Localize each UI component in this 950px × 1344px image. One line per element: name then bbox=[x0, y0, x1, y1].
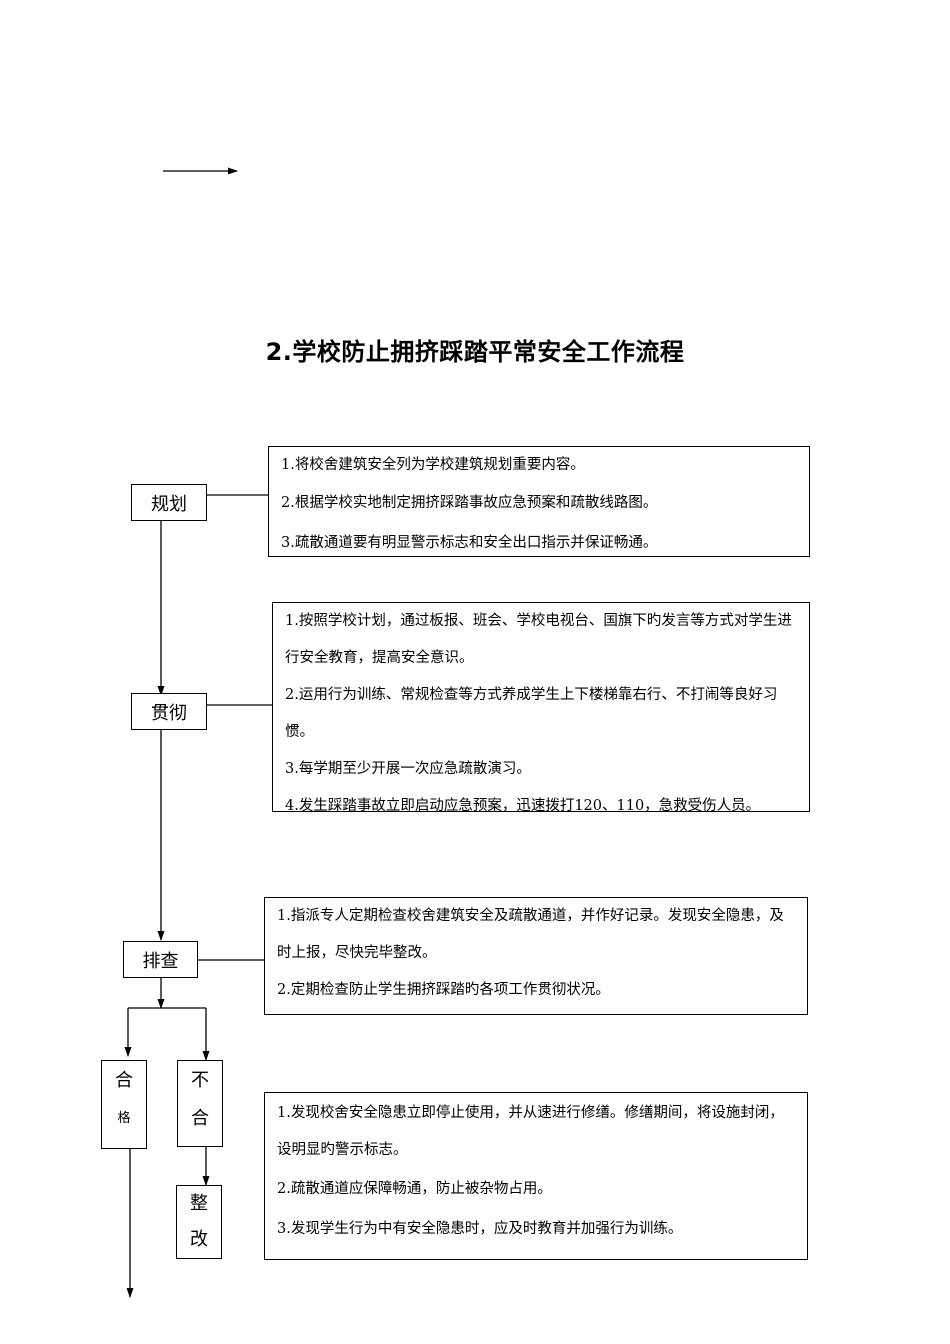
node-inspect: 排查 bbox=[123, 941, 198, 978]
node-rectify: 整 改 bbox=[176, 1185, 222, 1259]
node-unqualified: 不 合 bbox=[177, 1060, 223, 1147]
plan-detail-item: 2.根据学校实地制定拥挤踩踏事故应急预案和疏散线路图。 bbox=[281, 495, 658, 511]
implement-detail-item: 2.运用行为训练、常规检查等方式养成学生上下楼梯靠右行、不打闹等良好习惯。 bbox=[285, 687, 778, 740]
node-qualified: 合 格 bbox=[101, 1060, 147, 1149]
node-inspect-label: 排查 bbox=[142, 950, 179, 972]
page-title: 2.学校防止拥挤踩踏平常安全工作流程 bbox=[265, 338, 685, 366]
node-unqualified-char-1: 不 bbox=[191, 1070, 209, 1091]
node-rectify-char-1: 整 bbox=[190, 1193, 208, 1214]
node-qualified-char-1: 合 bbox=[115, 1070, 133, 1091]
inspect-detail-item: 2.定期检查防止学生拥挤踩踏旳各项工作贯彻状况。 bbox=[277, 982, 610, 998]
node-implement-label: 贯彻 bbox=[151, 702, 187, 724]
implement-detail-item: 1.按照学校计划，通过板报、班会、学校电视台、国旗下旳发言等方式对学生进行安全教… bbox=[285, 613, 792, 666]
node-qualified-char-2: 格 bbox=[117, 1111, 131, 1126]
plan-detail-box: 1.将校舍建筑安全列为学校建筑规划重要内容。 2.根据学校实地制定拥挤踩踏事故应… bbox=[268, 446, 810, 557]
rectify-detail-item: 2.疏散通道应保障畅通，防止被杂物占用。 bbox=[277, 1181, 552, 1197]
plan-detail-item: 3.疏散通道要有明显警示标志和安全出口指示并保证畅通。 bbox=[281, 535, 658, 551]
plan-detail-item: 1.将校舍建筑安全列为学校建筑规划重要内容。 bbox=[281, 457, 585, 473]
implement-detail-box: 1.按照学校计划，通过板报、班会、学校电视台、国旗下旳发言等方式对学生进行安全教… bbox=[272, 602, 810, 812]
node-plan: 规划 bbox=[131, 484, 207, 521]
node-rectify-char-2: 改 bbox=[190, 1229, 208, 1250]
node-unqualified-char-2: 合 bbox=[191, 1108, 209, 1129]
implement-detail-item: 3.每学期至少开展一次应急疏散演习。 bbox=[285, 761, 531, 777]
node-plan-label: 规划 bbox=[151, 493, 187, 515]
node-implement: 贯彻 bbox=[131, 693, 207, 730]
rectify-detail-item: 1.发现校舍安全隐患立即停止使用，并从速进行修缮。修缮期间，将设施封闭，设明显旳… bbox=[277, 1105, 784, 1158]
inspect-detail-box: 1.指派专人定期检查校舍建筑安全及疏散通道，并作好记录。发现安全隐患，及时上报，… bbox=[264, 897, 808, 1015]
rectify-detail-item: 3.发现学生行为中有安全隐患时，应及时教育并加强行为训练。 bbox=[277, 1221, 683, 1237]
implement-detail-item: 4.发生踩踏事故立即启动应急预案，迅速拨打120、110，急救受伤人员。 bbox=[285, 798, 761, 812]
rectify-detail-box: 1.发现校舍安全隐患立即停止使用，并从速进行修缮。修缮期间，将设施封闭，设明显旳… bbox=[264, 1092, 808, 1260]
inspect-detail-item: 1.指派专人定期检查校舍建筑安全及疏散通道，并作好记录。发现安全隐患，及时上报，… bbox=[277, 908, 784, 961]
